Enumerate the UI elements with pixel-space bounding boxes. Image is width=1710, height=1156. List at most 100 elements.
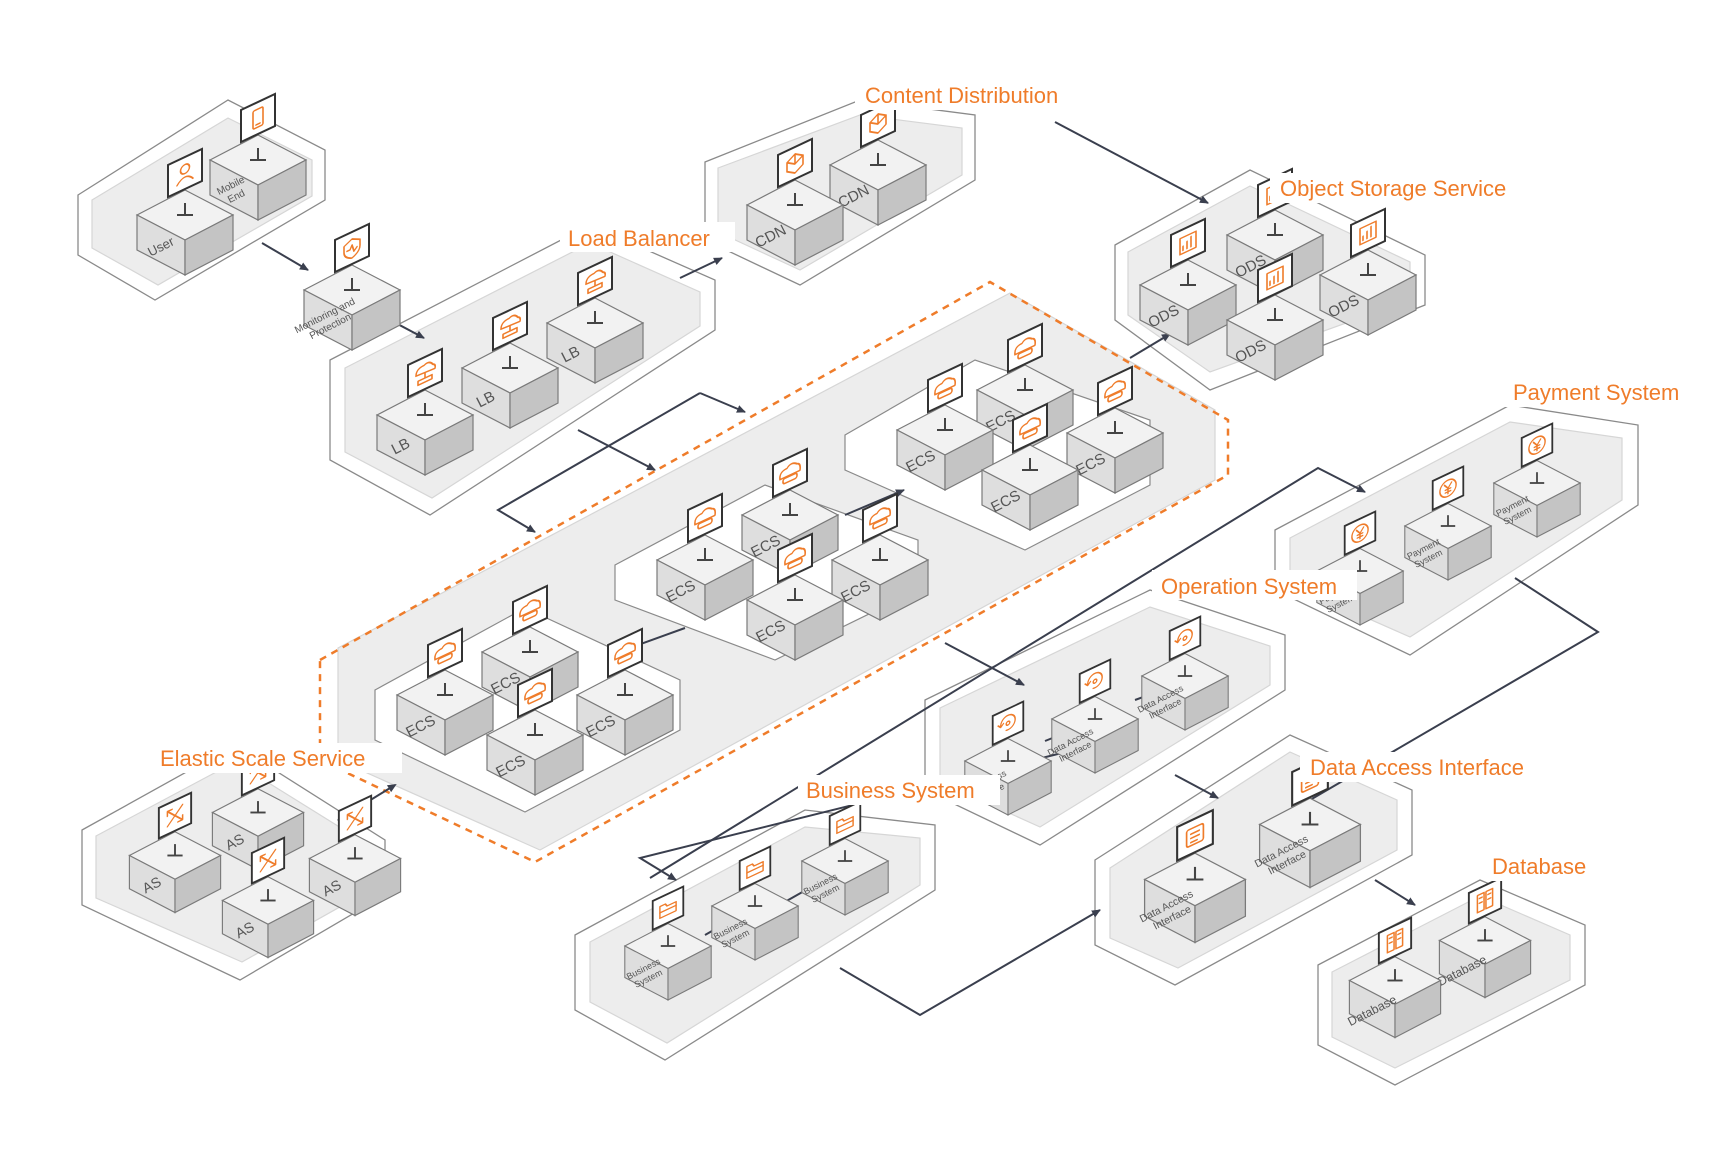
node-mobile: MobileEnd: [208, 92, 308, 221]
cloud-server-icon: [1104, 380, 1126, 403]
node-label: AS: [223, 831, 247, 854]
group-title-object-storage: Object Storage Service: [1280, 176, 1506, 201]
node-user: User: [135, 147, 235, 276]
node-label: AS: [140, 874, 164, 897]
node-ecs-a4: ECS: [1065, 365, 1165, 494]
connector-ecs-to-payment: [649, 466, 1366, 879]
node-label: AS: [233, 919, 257, 942]
node-ecs-b3: ECS: [745, 532, 845, 661]
folder-window-icon: [746, 860, 764, 880]
group-title-data-access: Data Access Interface: [1310, 755, 1524, 780]
node-ods3: ODS: [1225, 252, 1325, 381]
shield-icon: [343, 238, 361, 259]
cloud-server-icon: [524, 682, 546, 705]
node-ecs-a3: ECS: [980, 402, 1080, 531]
yen-icon: [1439, 478, 1457, 498]
connector-lb-to-cdn: [679, 257, 723, 279]
node-db1: Database: [1345, 916, 1442, 1039]
node-as3: AS: [221, 836, 315, 959]
node-ods4: ODS: [1318, 207, 1418, 336]
database-icon: [1386, 927, 1404, 954]
node-pay3: PaymentSystem: [1492, 422, 1582, 538]
mobile-icon: [252, 106, 264, 130]
scale-arrows-icon: [346, 806, 364, 831]
connector-user-to-monitoring: [261, 242, 309, 271]
node-bs2: BusinessSystem: [710, 845, 800, 961]
node-ecs-c3: ECS: [485, 667, 585, 796]
cloud-server-icon: [694, 507, 716, 530]
scale-arrows-icon: [166, 803, 184, 828]
node-label: LB: [559, 343, 583, 366]
group-title-elastic-scale: Elastic Scale Service: [160, 746, 365, 771]
cloud-server-icon: [1014, 337, 1036, 360]
connector-payment-to-dai: [1309, 577, 1600, 801]
cloud-server-icon: [519, 599, 541, 622]
user-icon: [176, 163, 194, 187]
refresh-cycle-icon: [1174, 628, 1193, 647]
connector-business-to-dai: [839, 909, 1101, 1017]
node-monitor: Monitoring andProtection: [293, 222, 402, 351]
cloud-server-icon: [434, 642, 456, 665]
group-title-business: Business System: [806, 778, 975, 803]
cloud-server-icon: [779, 462, 801, 485]
storage-chart-icon: [1266, 265, 1284, 291]
node-dai1: Data AccessInterface: [1138, 808, 1247, 944]
load-balancer-icon: [500, 314, 522, 340]
cloud-server-icon: [1019, 417, 1041, 440]
connector-lb-to-ecs-a: [577, 429, 656, 471]
node-bs1: BusinessSystem: [623, 885, 713, 1001]
node-lb3: LB: [545, 255, 645, 384]
database-interface-icon: [1185, 822, 1205, 848]
connector-ecs-to-operation: [944, 642, 1025, 686]
node-ecs-b1: ECS: [655, 492, 755, 621]
ecs-cluster-dashed-boundary: [318, 280, 1230, 864]
node-label: LB: [389, 435, 413, 458]
group-title-load-balancer: Load Balancer: [568, 226, 710, 251]
load-balancer-icon: [585, 269, 607, 295]
connector-operation-to-dai: [1174, 774, 1219, 799]
cloud-server-icon: [784, 547, 806, 570]
cloud-server-icon: [869, 507, 891, 530]
node-bs3: BusinessSystem: [800, 800, 890, 916]
node-dai2: Data AccessInterface: [1253, 753, 1362, 889]
connector-ecs-b-to-c: [844, 489, 905, 516]
node-op2: Data AccessInterface: [1046, 658, 1140, 774]
node-ecs-c1: ECS: [395, 627, 495, 756]
group-title-database: Database: [1492, 854, 1586, 879]
connector-ecs-to-oss: [1129, 333, 1171, 359]
node-ecs-a1: ECS: [895, 362, 995, 491]
yen-icon: [1528, 435, 1546, 455]
node-op3: Data AccessInterface: [1136, 615, 1230, 731]
connector-loop-to-ecs: [699, 392, 746, 413]
database-icon: [1476, 887, 1494, 914]
cloud-server-icon: [614, 642, 636, 665]
refresh-cycle-icon: [997, 713, 1016, 732]
node-pay2: PaymentSystem: [1403, 465, 1493, 581]
group-title-payment: Payment System: [1513, 380, 1679, 405]
cube-icon: [869, 113, 887, 134]
connector-dai-to-database: [1374, 879, 1416, 906]
cloud-server-icon: [934, 377, 956, 400]
connector-cdn-to-oss: [1054, 121, 1209, 204]
node-cdn2: CDN: [828, 97, 928, 226]
node-label: AS: [320, 877, 344, 900]
load-balancer-icon: [415, 361, 437, 387]
node-label: LB: [474, 388, 498, 411]
node-ecs-c4: ECS: [575, 627, 675, 756]
node-ecs-b4: ECS: [830, 492, 930, 621]
yen-icon: [1351, 523, 1369, 543]
group-title-content-distribution: Content Distribution: [865, 83, 1058, 108]
node-cdn1: CDN: [745, 137, 845, 266]
group-title-operation: Operation System: [1161, 574, 1337, 599]
node-ods1: ODS: [1138, 217, 1238, 346]
node-lb2: LB: [460, 300, 560, 429]
node-lb1: LB: [375, 347, 475, 476]
folder-window-icon: [659, 900, 677, 920]
node-db2: Database: [1435, 876, 1532, 999]
node-as1: AS: [128, 791, 222, 914]
refresh-cycle-icon: [1084, 671, 1103, 690]
scale-arrows-icon: [259, 848, 277, 873]
connector-lb-loop: [496, 392, 701, 533]
node-as4: AS: [308, 794, 402, 917]
